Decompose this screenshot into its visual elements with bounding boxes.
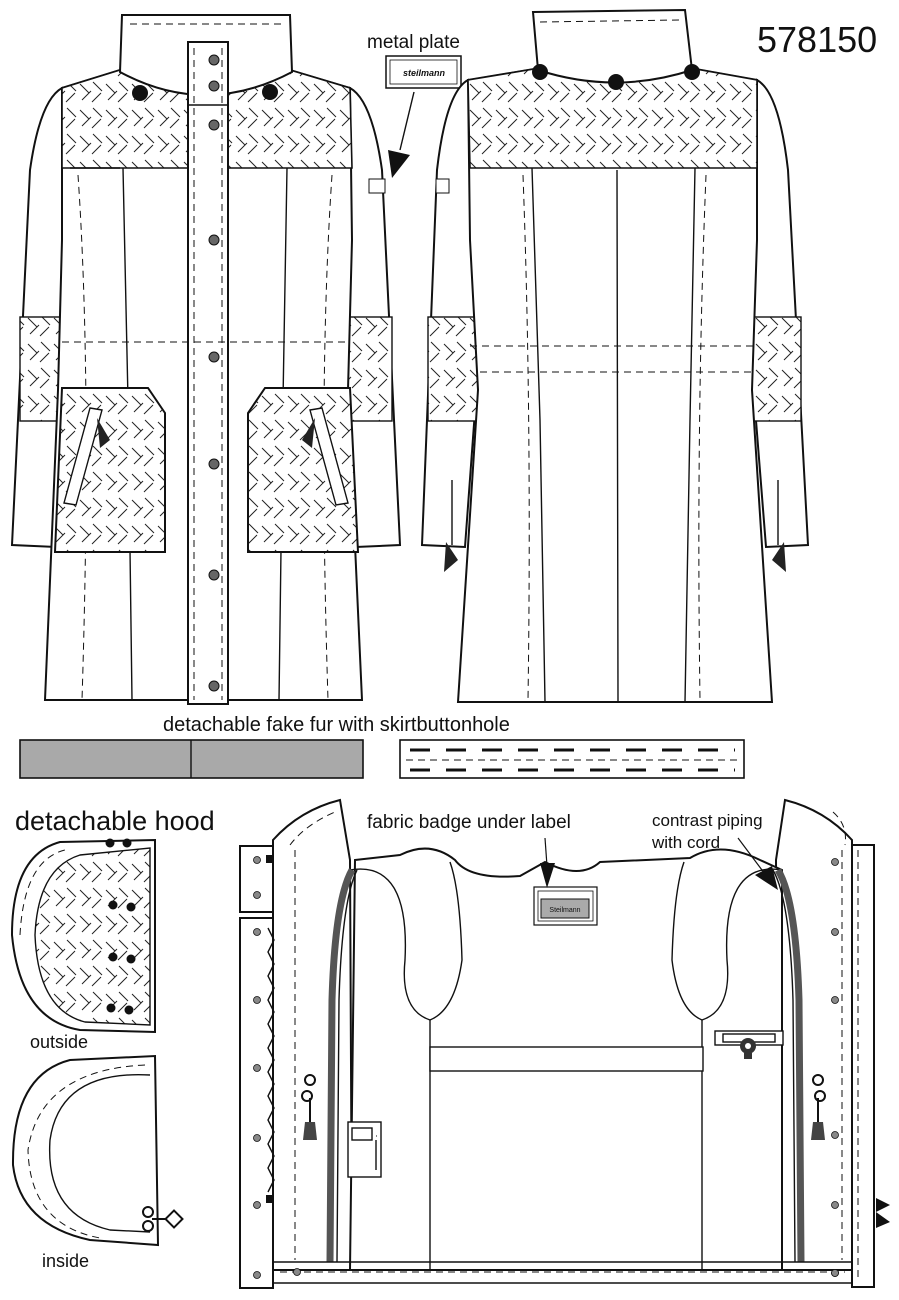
back-collar-button: [608, 74, 624, 90]
placket-snap: [208, 80, 220, 92]
hood-toggle-icon: [142, 1206, 184, 1232]
collar-button: [132, 85, 148, 101]
right-toggle-icon: [811, 1074, 826, 1140]
front-right-pocket: [247, 387, 360, 553]
interior-hanger-bar: [429, 1046, 704, 1072]
fabric-badge-label: fabric badge under label: [367, 812, 571, 833]
back-collar-button: [532, 64, 548, 80]
hood-outside-quilted: [34, 847, 151, 1026]
placket-snap: [208, 119, 220, 131]
lock-icon: [740, 1038, 756, 1059]
fake-fur-label: detachable fake fur with skirtbuttonhole: [163, 714, 510, 736]
fabric-badge-arrow: [540, 863, 555, 888]
coat-interior-view: fabric badge under label contrast piping…: [239, 798, 890, 1289]
metal-plate-label: metal plate: [367, 32, 460, 53]
back-left-sleeve: [420, 78, 484, 549]
collar-button: [262, 84, 278, 100]
placket-snap: [208, 458, 220, 470]
hood-title: detachable hood: [15, 806, 215, 836]
sleeve-metal-plate: [368, 178, 386, 194]
contrast-piping-label-2: with cord: [651, 833, 720, 852]
metal-plate-text: steilmann: [403, 68, 446, 78]
placket-snap: [208, 680, 220, 692]
hood-inside: [11, 1054, 160, 1247]
placket-snap: [208, 569, 220, 581]
placket-snap: [208, 54, 220, 66]
contrast-piping-label-1: contrast piping: [652, 811, 763, 830]
brand-label: [540, 898, 590, 919]
back-left-cuff-quilted: [427, 316, 481, 422]
back-collar-button: [684, 64, 700, 80]
style-number: 578150: [757, 19, 877, 60]
coat-front-view: [10, 14, 402, 705]
hood-inside-label: inside: [42, 1251, 89, 1271]
back-right-sleeve: [745, 78, 810, 549]
inner-phone-pocket: [347, 1121, 382, 1178]
interior-right-placket: [851, 844, 875, 1288]
contrast-piping-left: [326, 868, 356, 1263]
contrast-piping-right: [774, 868, 805, 1263]
hood-outside-label: outside: [30, 1032, 88, 1052]
metal-plate-arrow: [388, 150, 410, 178]
interior-left-front: [272, 798, 354, 1271]
metal-plate-badge: [385, 55, 462, 89]
front-placket: [187, 41, 229, 705]
front-right-cuff-quilted: [343, 316, 393, 422]
skirtbuttonhole-strip: [399, 739, 745, 779]
contrast-piping-arrow: [755, 866, 778, 890]
interior-right-front: [774, 798, 853, 1271]
placket-snap: [208, 234, 220, 246]
front-left-pocket: [53, 387, 166, 553]
coat-back-view: [420, 8, 810, 703]
back-right-cuff-quilted: [748, 316, 802, 422]
placket-snap: [208, 351, 220, 363]
brand-label-text: Steilmann: [549, 907, 580, 914]
left-toggle-icon: [301, 1074, 317, 1140]
